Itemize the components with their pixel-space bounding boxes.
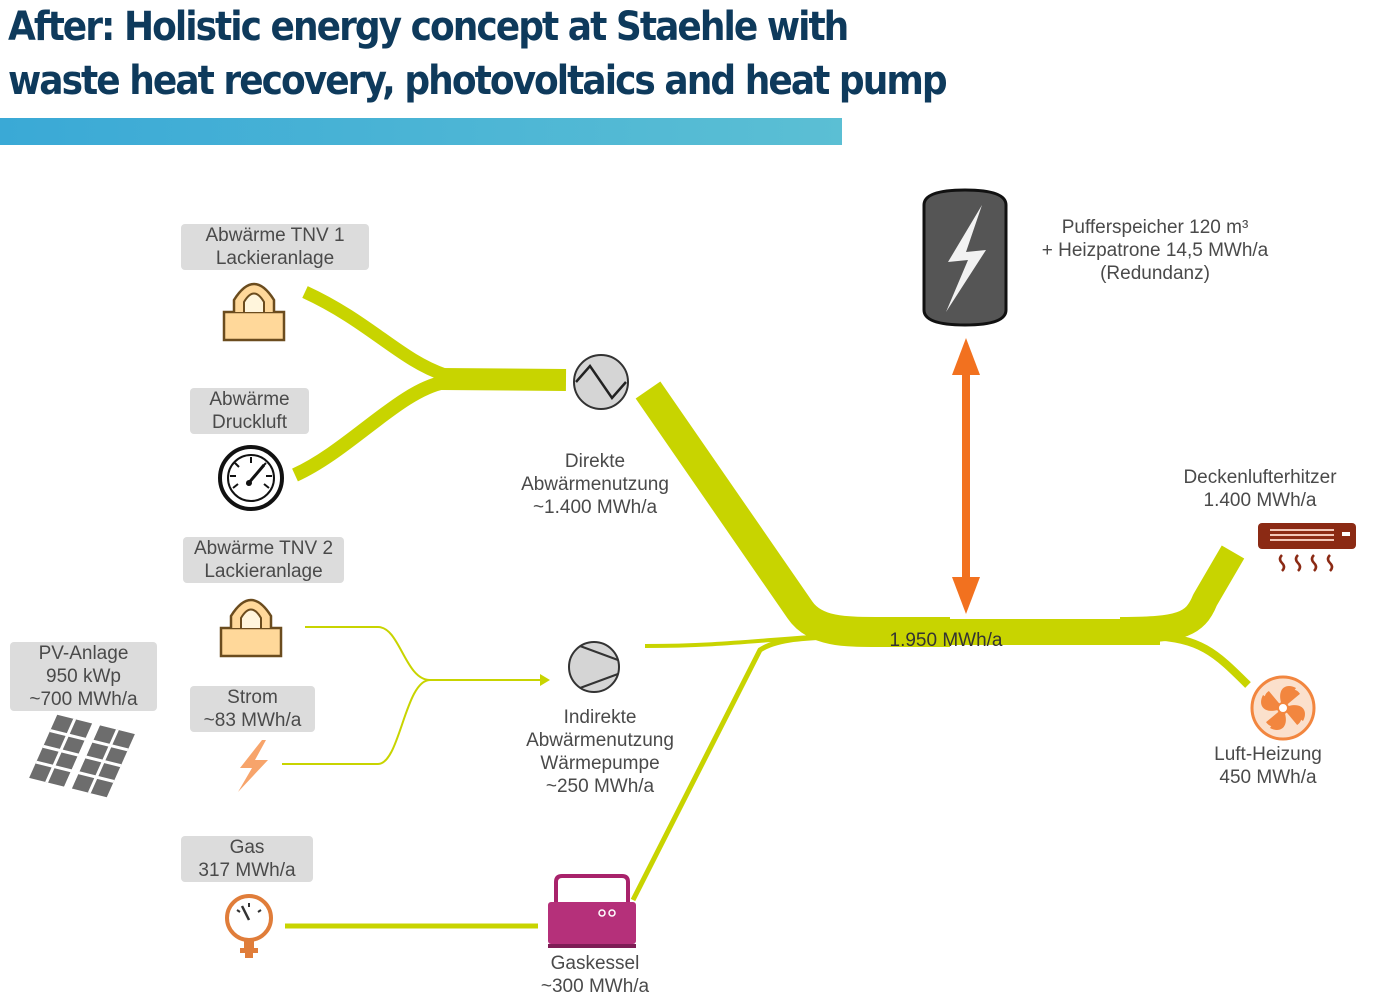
storage-arrow [952, 338, 980, 614]
flow-druckluft [292, 375, 447, 482]
flow-gas-kessel-out [630, 634, 831, 902]
title-accent-bar [0, 118, 842, 145]
flow-tnv2-wp [305, 626, 545, 681]
flow-tnv1 [302, 286, 561, 387]
tnv1-label: Abwärme TNV 1 Lackieranlage [181, 224, 369, 270]
druckluft-label: Abwärme Druckluft [190, 388, 309, 434]
direkt-label: Direkte Abwärmenutzung ~1.400 MWh/a [521, 451, 669, 518]
storage-tank-icon [922, 188, 1008, 327]
flow-to-decken [1119, 545, 1245, 643]
lightning-icon [238, 740, 268, 792]
gaskessel-label: Gaskessel ~300 MWh/a [540, 953, 650, 997]
flow-direkt-out [635, 381, 950, 647]
gas-label: Gas 317 MWh/a [181, 836, 313, 882]
title-line-1: After: Holistic energy concept at Staehl… [8, 4, 849, 50]
pressure-gauge-icon [218, 445, 284, 511]
strom-label: Strom ~83 MWh/a [190, 686, 315, 732]
flow-to-luft [1149, 632, 1251, 688]
gas-gauge-icon [225, 894, 273, 958]
heat-exchanger-icon [573, 354, 629, 410]
ceiling-heater-icon [1258, 523, 1356, 572]
main-flow-label: 1.950 MWh/a [889, 630, 1003, 651]
tnv1-furnace-icon [222, 282, 286, 342]
decken-label: Deckenlufterhitzer 1.400 MWh/a [1183, 467, 1337, 511]
flow-combined-in [439, 368, 567, 391]
storage-label: Pufferspeicher 120 m³ + Heizpatrone 14,5… [1041, 217, 1269, 284]
wp-arrowhead [540, 674, 550, 686]
pv-label: PV-Anlage 950 kWp ~700 MWh/a [10, 642, 157, 711]
gas-boiler-icon [548, 874, 636, 948]
luft-label: Luft-Heizung 450 MWh/a [1214, 744, 1322, 788]
tnv2-furnace-icon [219, 598, 283, 658]
tnv2-label: Abwärme TNV 2 Lackieranlage [183, 537, 344, 583]
indirekt-label: Indirekte Abwärmenutzung Wärmepumpe ~250… [526, 707, 674, 797]
heat-pump-icon [568, 641, 620, 693]
pv-panel-icon [29, 714, 135, 798]
flow-strom-wp [282, 679, 431, 765]
fan-icon [1250, 675, 1316, 741]
flow-bands [282, 286, 1251, 929]
